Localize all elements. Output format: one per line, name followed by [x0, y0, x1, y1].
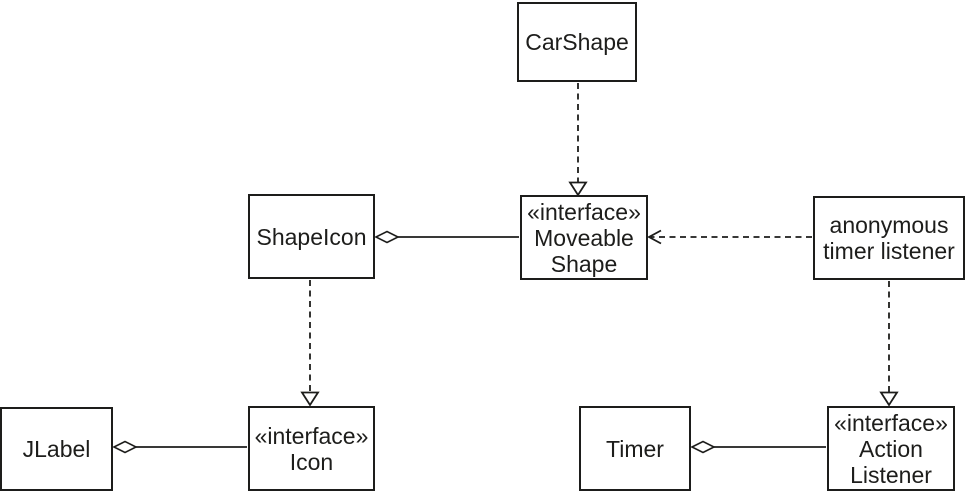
- class-anonymous-timer-listener: anonymous timer listener: [813, 196, 965, 280]
- interface-action-listener-stereotype: «interface»: [834, 409, 948, 436]
- class-carshape-label: CarShape: [525, 29, 629, 55]
- dependency-anonymoustimerlistener-moveableshape: [649, 231, 812, 244]
- aggregation-timer-actionlistener: [692, 442, 826, 453]
- interface-icon-label: Icon: [289, 448, 334, 475]
- interface-icon: «interface» Icon: [248, 406, 375, 491]
- hollow-triangle-icon: [881, 393, 897, 406]
- class-jlabel: JLabel: [0, 407, 113, 491]
- class-shapeicon-label: ShapeIcon: [256, 223, 367, 250]
- class-timer-label: Timer: [606, 435, 664, 462]
- hollow-diamond-icon: [114, 442, 136, 453]
- class-jlabel-label: JLabel: [22, 436, 91, 462]
- aggregation-shapeicon-moveableshape: [376, 232, 519, 243]
- aggregation-jlabel-icon: [114, 442, 247, 453]
- realization-anonymoustimerlistener-actionlistener: [881, 281, 897, 405]
- interface-action-listener-label: Action Listener: [850, 435, 932, 488]
- open-arrow-icon: [649, 231, 661, 244]
- interface-icon-stereotype: «interface»: [254, 422, 369, 449]
- realization-carshape-moveableshape: [570, 83, 586, 195]
- class-anonymous-timer-listener-label: anonymous timer listener: [823, 212, 955, 264]
- hollow-diamond-icon: [376, 232, 398, 243]
- class-timer: Timer: [579, 406, 691, 491]
- hollow-triangle-icon: [570, 183, 586, 196]
- hollow-diamond-icon: [692, 442, 714, 453]
- class-carshape: CarShape: [517, 2, 637, 82]
- class-shapeicon: ShapeIcon: [248, 194, 375, 279]
- hollow-triangle-icon: [302, 393, 318, 406]
- interface-moveable-shape-label: Moveable Shape: [534, 224, 634, 277]
- interface-moveable-shape: «interface» Moveable Shape: [520, 195, 648, 280]
- interface-action-listener: «interface» Action Listener: [827, 406, 955, 491]
- realization-shapeicon-icon: [302, 280, 318, 405]
- interface-moveable-shape-stereotype: «interface»: [527, 198, 641, 225]
